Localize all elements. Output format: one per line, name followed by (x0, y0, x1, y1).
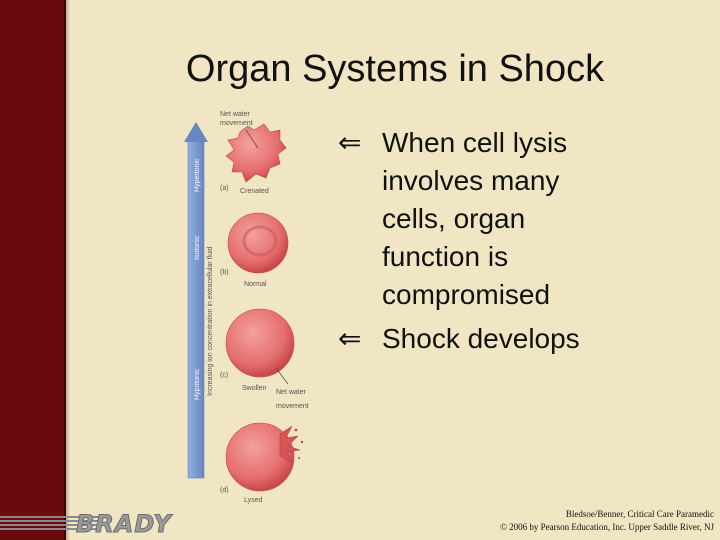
water-arrow-c (275, 367, 289, 385)
axis-label-isotonic: Isotonic (194, 235, 201, 260)
credit-line-1: Bledsoe/Benner, Critical Care Paramedic (565, 509, 714, 519)
normal-cell (227, 212, 289, 274)
net-water-label-top-line2: movement (220, 120, 253, 127)
bullet-line: compromised (382, 279, 551, 310)
axis-label-hypotonic: Hypotonic (194, 368, 201, 400)
bullet-line: cells, organ (382, 203, 526, 234)
logo-stripes (0, 516, 100, 532)
net-water-label-bottom-line1: Net water (276, 389, 307, 396)
logo-text: BRADY (76, 510, 172, 539)
cell-c-label: Swollen (242, 385, 267, 392)
crenated-cell (225, 123, 287, 183)
bullet-line: When cell lysis (382, 127, 568, 158)
brady-logo: BRADY (0, 510, 171, 539)
net-water-label-bottom-line2: movement (276, 403, 309, 410)
cell-a-letter: (a) (220, 185, 229, 192)
bullet-shock-develops: ⇐ Shock develops (338, 320, 708, 358)
bullet-line: involves many (382, 165, 560, 196)
bullet-list: ⇐ When cell lysis involves many cells, o… (338, 124, 708, 364)
bullet-line: Shock develops (382, 323, 580, 354)
water-arrow-a (245, 129, 259, 149)
net-water-label-top-line1: Net water (220, 111, 251, 118)
lysed-cell (225, 422, 304, 492)
cell-d-label: Lysed (244, 497, 263, 504)
bullet-cell-lysis: ⇐ When cell lysis involves many cells, o… (338, 124, 708, 314)
axis-caption: Increasing ion concentration in extracel… (207, 246, 214, 396)
left-bar-shadow (66, 0, 70, 540)
tonicity-axis-arrow (184, 122, 208, 479)
cell-d-letter: (d) (220, 487, 229, 494)
left-decorative-bar (0, 0, 66, 540)
cell-c-letter: (c) (220, 372, 228, 379)
cell-tonicity-figure: Hypertonic Isotonic Hypotonic Increasing… (184, 111, 309, 504)
bullet-line: function is (382, 241, 509, 272)
swollen-cell (225, 308, 295, 378)
slide-title: Organ Systems in Shock (185, 48, 605, 90)
axis-label-hypertonic: Hypertonic (194, 158, 201, 192)
cell-b-letter: (b) (220, 269, 229, 276)
credit-line-2: © 2006 by Pearson Education, Inc. Upper … (500, 522, 714, 532)
cell-a-label: Crenated (240, 188, 269, 195)
cell-b-label: Normal (244, 281, 267, 288)
credit-text: Bledsoe/Benner, Critical Care Paramedic … (500, 508, 714, 534)
left-arrow-bullet-icon: ⇐ (338, 322, 362, 355)
left-arrow-bullet-icon: ⇐ (338, 126, 362, 159)
